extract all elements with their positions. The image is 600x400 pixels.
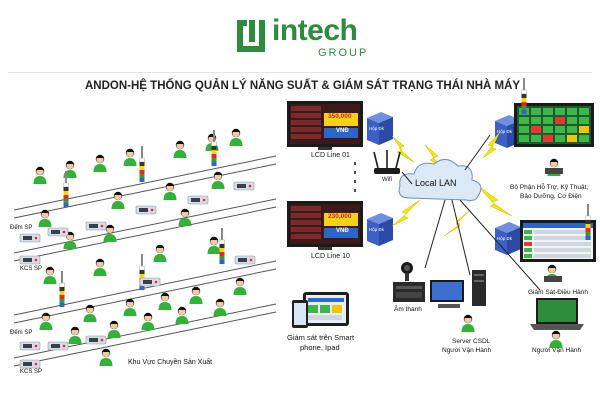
server-operator-icon (461, 314, 475, 332)
operator-label: Người Vận Hành (532, 347, 582, 354)
sound-label: Âm thanh (394, 306, 422, 313)
line-2-qc-label: KCS SP (20, 369, 43, 375)
lcd-line-01-value: 350,000 (328, 113, 352, 120)
line-2-count-label: Đếm SP (10, 330, 33, 336)
server-label-line-2: Người Vận Hành (442, 347, 492, 354)
lcd-line-10-value: 230,000 (328, 213, 352, 220)
control-box-supervise-label: Hộp Đk (497, 236, 513, 241)
network-links (401, 134, 541, 291)
sound-system (393, 262, 425, 302)
mobile-devices (292, 292, 349, 328)
lcd-line-01-screen (287, 101, 363, 150)
support-label-line-2: Bảo Dưỡng, Cơ Điện (520, 193, 582, 200)
tower-support (521, 77, 527, 115)
page-title: ANDON-HỆ THỐNG QUẢN LÝ NĂNG SUẤT & GIÁM … (85, 80, 521, 92)
control-box-line-10-label: Hộp Đk (369, 227, 385, 232)
lcd-line-10-label: LCD Line 10 (311, 253, 350, 260)
control-box-line-01-label: Hộp Đk (369, 126, 385, 131)
router-icon (373, 150, 401, 174)
mobile-label-line-1: Giám sát trên Smart (287, 333, 355, 342)
title-divider (8, 72, 592, 73)
server-label-line-1: Server CSDL (452, 338, 491, 345)
supervise-label: Giám Sát-Điều Hành (528, 289, 588, 296)
lcd-line-10-unit: VNĐ (336, 228, 349, 234)
control-box-support-label: Hộp Đk (497, 129, 513, 134)
local-lan-label: Local LAN (415, 178, 457, 188)
logo-mark-icon (237, 20, 265, 52)
tower-supervise (585, 203, 591, 241)
server-station (430, 270, 486, 308)
supervise-monitor (520, 220, 596, 262)
lcd-line-01-unit: VNĐ (336, 128, 349, 134)
logo: intech GROUP (232, 14, 382, 60)
production-area-label: Khu Vực Chuyền Sản Xuất (128, 359, 213, 366)
mobile-label-line-2: phone, Ipad (300, 343, 340, 352)
logo-sub: GROUP (318, 47, 369, 59)
line-1-qc-label: KCS SP (20, 266, 43, 272)
operator-icon (549, 330, 563, 348)
line-1-count-label: Đếm SP (10, 225, 33, 231)
lcd-line-01-label: LCD Line 01 (311, 152, 350, 159)
cloud-icon (398, 159, 482, 201)
lcd-line-10-screen (287, 201, 363, 250)
support-label-line-1: Bộ Phận Hỗ Trợ, Kỹ Thuật, (510, 184, 589, 191)
logo-brand: intech (272, 14, 358, 47)
support-monitor (514, 103, 594, 147)
wireless-bolts (391, 131, 513, 237)
wifi-label: Wifi (382, 177, 392, 183)
operator-laptop (530, 298, 584, 330)
conveyor-belts (13, 155, 277, 367)
